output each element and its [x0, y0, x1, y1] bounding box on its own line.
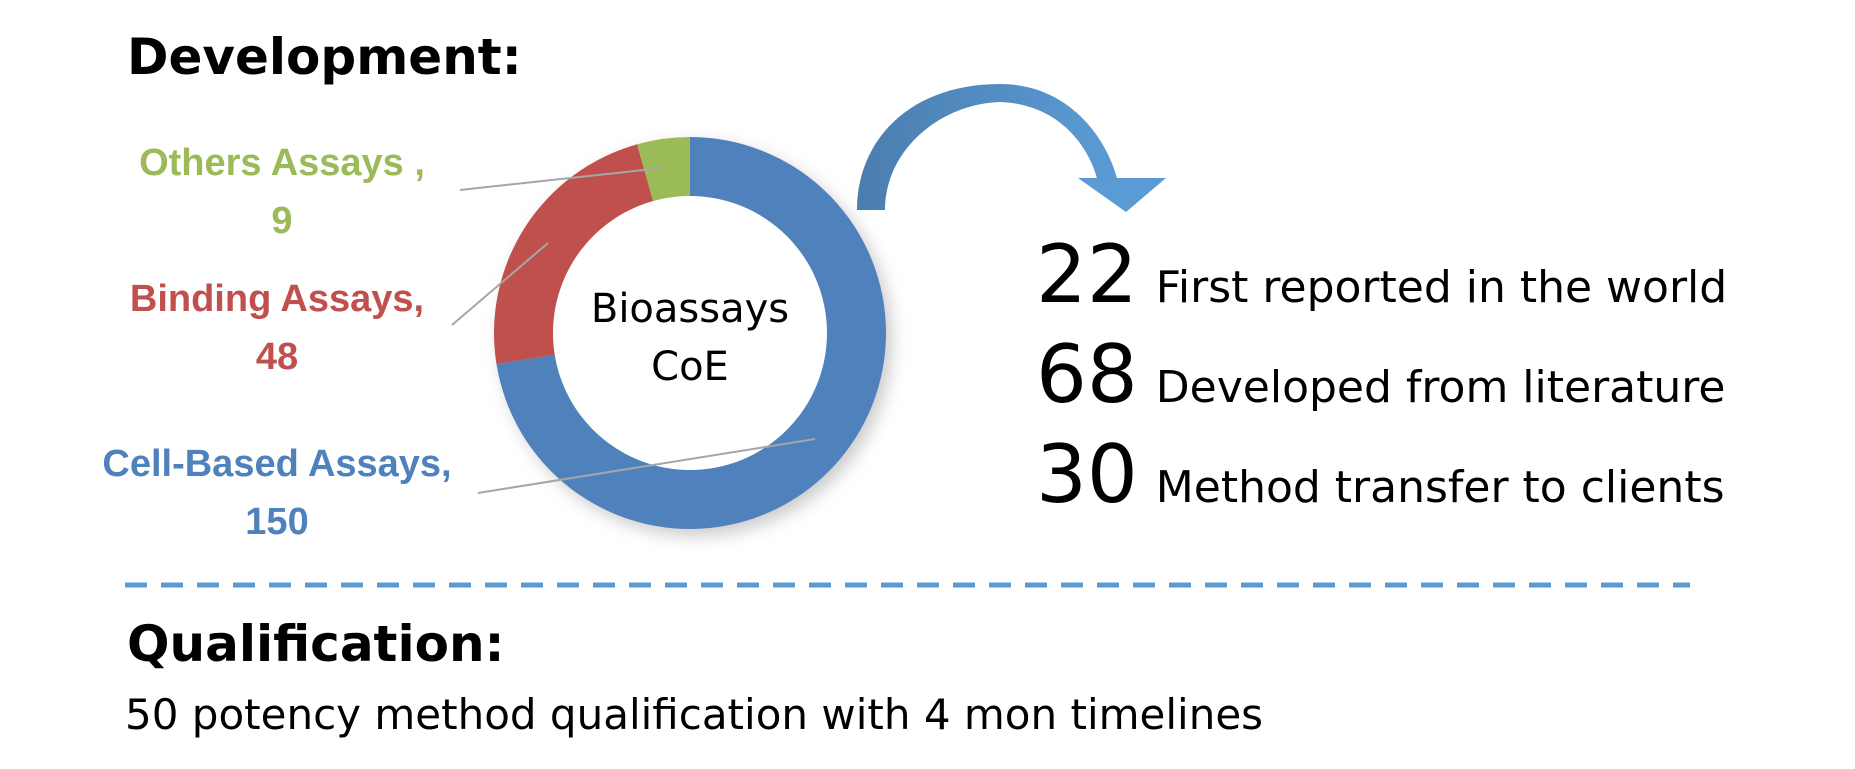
qualification-text: 50 potency method qualification with 4 m…	[125, 690, 1264, 739]
leader-line-others	[459, 167, 663, 191]
arrowhead-icon	[1078, 178, 1166, 212]
stat-number: 30	[1036, 428, 1138, 521]
leader-line-cell-based	[477, 438, 816, 494]
label-others-name: Others Assays ,	[139, 142, 425, 184]
stat-number: 68	[1036, 328, 1138, 421]
stat-text: Developed from literature	[1155, 362, 1726, 413]
donut-center-label-line1: Bioassays	[591, 286, 789, 332]
label-binding-name: Binding Assays,	[129, 278, 425, 320]
qualification-heading: Qualification:	[127, 615, 505, 673]
stat-number: 22	[1036, 228, 1138, 321]
stat-developed-literature: 68 Developed from literature	[1036, 328, 1725, 421]
label-others-value: 9	[271, 200, 293, 242]
curved-arrow-icon	[857, 84, 1118, 210]
label-cell-based-value: 150	[245, 501, 309, 543]
development-heading: Development:	[127, 28, 522, 86]
stat-text: First reported in the world	[1155, 262, 1728, 313]
stat-method-transfer: 30 Method transfer to clients	[1036, 428, 1725, 521]
leader-line-binding	[451, 242, 549, 326]
label-cell-based-assays: Cell-Based Assays, 150	[97, 435, 457, 551]
donut-hole	[553, 196, 827, 470]
stat-first-reported: 22 First reported in the world	[1036, 228, 1727, 321]
label-binding-assays: Binding Assays, 48	[97, 270, 457, 386]
label-binding-value: 48	[255, 336, 299, 378]
label-others-assays: Others Assays , 9	[102, 134, 462, 250]
donut-center-label-line2: CoE	[651, 344, 729, 390]
label-cell-based-name: Cell-Based Assays,	[102, 443, 452, 485]
stat-text: Method transfer to clients	[1155, 462, 1725, 513]
